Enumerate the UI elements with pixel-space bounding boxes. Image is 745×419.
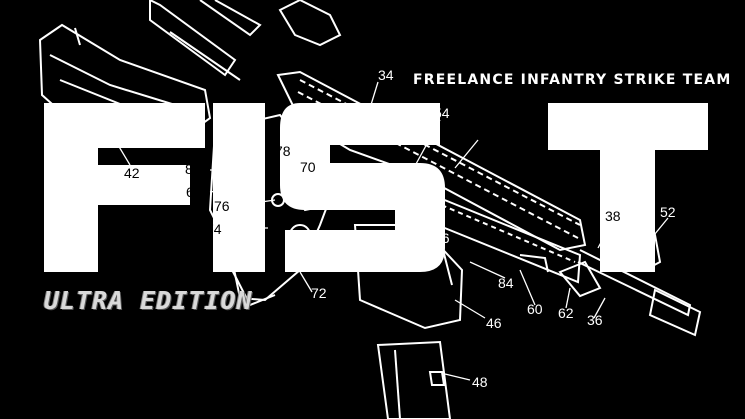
part-number: 54 bbox=[434, 105, 450, 121]
part-number: 52 bbox=[660, 204, 676, 220]
part-number: 76 bbox=[214, 198, 230, 214]
part-number: 86 bbox=[434, 230, 450, 246]
title-letter-f bbox=[44, 103, 205, 272]
tagline: FREELANCE INFANTRY STRIKE TEAM bbox=[413, 72, 732, 88]
rifle-line-art bbox=[38, 0, 702, 419]
part-number: 70 bbox=[300, 159, 316, 175]
part-number: 66 bbox=[186, 184, 202, 200]
part-number: 74 bbox=[206, 221, 222, 237]
part-number: 36 bbox=[587, 312, 603, 328]
part-number: 60 bbox=[527, 301, 543, 317]
part-number: 68 bbox=[350, 196, 366, 212]
edition-label: ULTRA EDITION bbox=[44, 286, 253, 315]
callout-leaders bbox=[114, 81, 669, 381]
part-number: 38 bbox=[605, 208, 621, 224]
part-number: 78 bbox=[275, 143, 291, 159]
part-number: 34 bbox=[378, 67, 394, 83]
part-number: 62 bbox=[558, 305, 574, 321]
part-number: 46 bbox=[486, 315, 502, 331]
part-number: 42 bbox=[124, 165, 140, 181]
part-number: 40 bbox=[478, 126, 494, 142]
part-number: 48 bbox=[472, 374, 488, 390]
part-number: 82 bbox=[185, 161, 201, 177]
part-number: 72 bbox=[311, 285, 327, 301]
title-letter-t bbox=[548, 103, 708, 272]
title-letter-s bbox=[280, 103, 445, 272]
title-letters bbox=[44, 103, 708, 272]
part-number: 84 bbox=[498, 275, 514, 291]
